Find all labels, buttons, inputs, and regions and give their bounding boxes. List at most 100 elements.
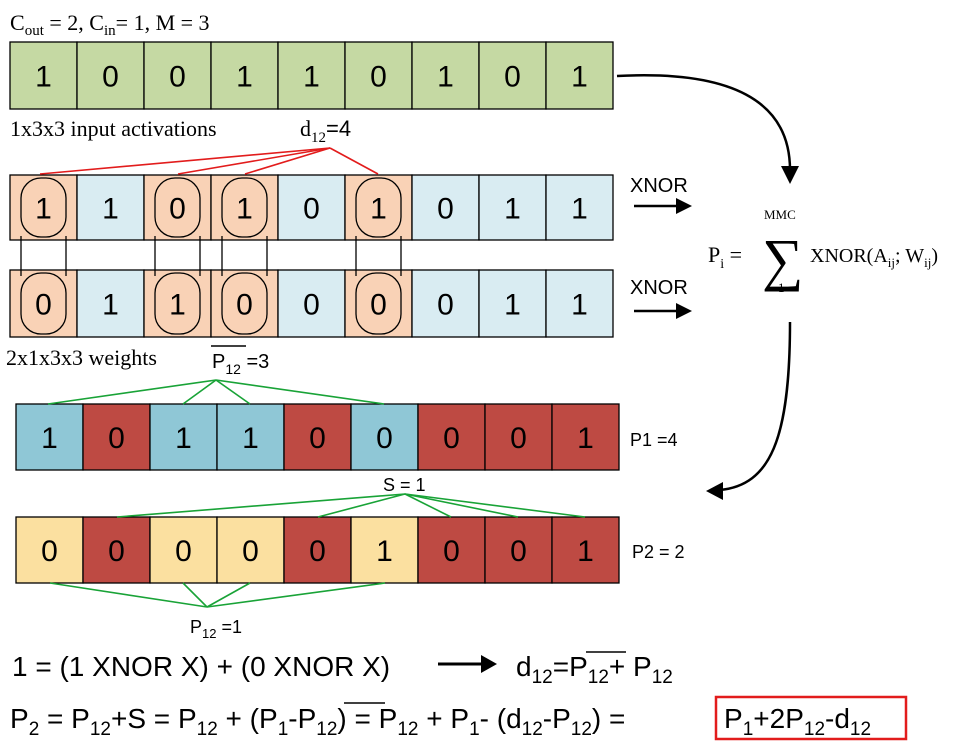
input-cell-value: 1	[236, 61, 253, 94]
input-activations-row: 1 0 0 1 1 0 1 0 1	[9, 41, 614, 110]
weight1-cell-value: 1	[35, 193, 52, 226]
p1-cell-value: 0	[376, 422, 393, 455]
curved-arrow-to-results	[719, 321, 792, 492]
weight2-cell-value: 1	[504, 289, 521, 322]
input-cell-value: 1	[437, 61, 454, 94]
weight2-cell	[411, 269, 480, 338]
matched-cell-outlines	[20, 177, 402, 335]
p12-label: P12 =1	[190, 617, 242, 641]
p2-cell	[149, 516, 218, 584]
parameters-header: Cout = 2, Cin= 1, M = 3	[10, 10, 210, 39]
p2-cell-value: 1	[577, 535, 594, 568]
p1-cell-value: 1	[175, 422, 192, 455]
weight2-cell-value: 0	[370, 289, 387, 322]
input-cell-value: 1	[303, 61, 320, 94]
input-cell	[545, 41, 614, 110]
p1-cell-value: 0	[108, 422, 125, 455]
curved-arrow-head-icon	[781, 166, 799, 184]
input-cell-value: 0	[504, 61, 521, 94]
formula-lhs: Pi =	[708, 242, 742, 272]
highlight-box	[714, 695, 908, 741]
input-cell-value: 1	[571, 61, 588, 94]
input-cell-value: 0	[169, 61, 186, 94]
summation-upper-bound: MMC	[764, 207, 796, 222]
input-activations-label: 1x3x3 input activations	[10, 116, 217, 141]
p12-bar-label: P12 =3	[211, 345, 269, 377]
p2-cell-value: 0	[41, 535, 58, 568]
weight1-cell-value: 0	[303, 193, 320, 226]
weight1-cell-value: 1	[370, 193, 387, 226]
p1-cell-value: 0	[309, 422, 326, 455]
p1-cell	[551, 403, 620, 471]
formula-body: XNOR(Aij; Wij)	[810, 245, 938, 270]
p1-cell	[417, 403, 486, 471]
weight2-cell-value: 0	[35, 289, 52, 322]
p2-cell	[283, 516, 352, 584]
p12-bar-connector-lines	[47, 379, 385, 405]
p2-cell-value: 0	[175, 535, 192, 568]
weight2-cell	[277, 269, 346, 338]
xnor-arrow-1-icon	[676, 198, 692, 214]
match-pill	[221, 272, 268, 335]
equation-2-text: P2 = P12+S = P12 + (P1-P12) = P12 + P1- …	[10, 703, 625, 740]
p1-cell	[15, 403, 84, 471]
input-cell-value: 1	[35, 61, 52, 94]
weight1-cell	[411, 174, 480, 241]
s-connector-lines	[116, 493, 586, 518]
match-pill	[20, 177, 67, 238]
input-cell	[344, 41, 413, 110]
input-cell	[143, 41, 212, 110]
weight2-cell	[545, 269, 614, 338]
equation-1-lhs: 1 = (1 XNOR X) + (0 XNOR X)	[12, 651, 390, 682]
xnor-label-1: XNOR	[630, 175, 688, 197]
input-cell	[277, 41, 346, 110]
svg-text:P12 =3: P12 =3	[212, 351, 269, 377]
p1-label: P1 =4	[630, 430, 678, 450]
input-cell	[478, 41, 547, 110]
match-pill	[20, 272, 67, 335]
p2-cell-value: 0	[108, 535, 125, 568]
equation-2-result: P1+2P12-d12	[724, 703, 871, 740]
p2-cell-value: 0	[443, 535, 460, 568]
p2-cell-value: 1	[376, 535, 393, 568]
p2-cell	[551, 516, 620, 584]
weight1-cell-value: 1	[102, 193, 119, 226]
xnor-arrow-2-icon	[676, 303, 692, 319]
xnor-label-2: XNOR	[630, 277, 688, 299]
weight2-cell-value: 0	[437, 289, 454, 322]
p2-cell-value: 0	[242, 535, 259, 568]
p1-cell-value: 1	[242, 422, 259, 455]
input-cell-value: 0	[102, 61, 119, 94]
weight1-cell-value: 1	[571, 193, 588, 226]
p2-cell	[15, 516, 84, 584]
match-pill	[355, 177, 402, 238]
p2-cell	[350, 516, 419, 584]
weight2-cell-value: 1	[102, 289, 119, 322]
equation-2: P2 = P12+S = P12 + (P1-P12) = P12 + P1- …	[10, 702, 625, 740]
input-cell	[9, 41, 78, 110]
match-pill	[154, 272, 201, 335]
match-pill	[154, 177, 201, 238]
p1-cell-value: 0	[510, 422, 527, 455]
weight1-cell-value: 0	[437, 193, 454, 226]
weight1-cell	[545, 174, 614, 241]
equation-arrow-icon	[481, 655, 497, 673]
match-pill	[355, 272, 402, 335]
match-pill	[221, 177, 268, 238]
summation-sign: ∑	[762, 227, 803, 292]
d12-label: d12=4	[300, 116, 351, 146]
weight2-cell-value: 1	[571, 289, 588, 322]
p1-cell-value: 1	[41, 422, 58, 455]
weight2-cell-value: 0	[303, 289, 320, 322]
p1-cell	[82, 403, 151, 471]
svg-text:d12=P12+ P12: d12=P12+ P12	[516, 651, 673, 688]
weight1-cell	[277, 174, 346, 241]
input-cell	[411, 41, 480, 110]
input-cell-value: 0	[370, 61, 387, 94]
weight1-cell-value: 0	[169, 193, 186, 226]
